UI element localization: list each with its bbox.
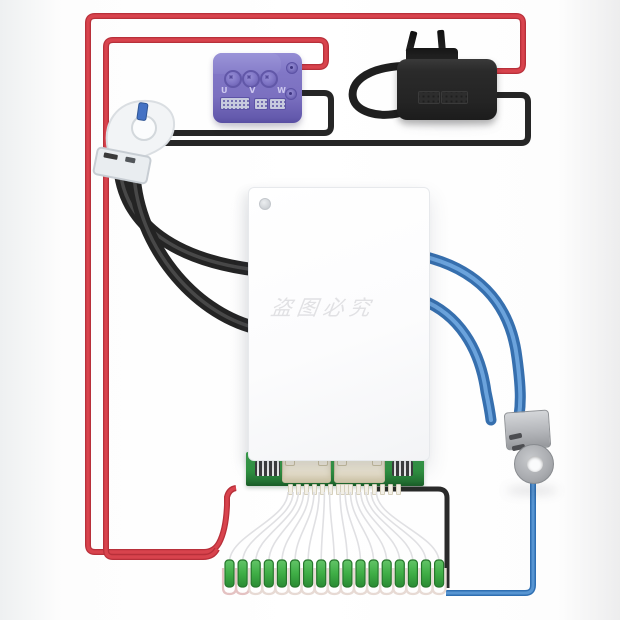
balance-wire <box>294 491 315 563</box>
cell-clip <box>381 559 392 588</box>
cell-clip <box>355 559 366 588</box>
module-socket-1 <box>220 97 250 110</box>
label-v: V <box>249 86 257 95</box>
black-sense-wire <box>376 486 450 588</box>
module-shadow <box>218 121 302 130</box>
cell-clip <box>407 559 418 588</box>
cell-clip <box>394 559 405 588</box>
module-socket-2 <box>254 98 268 110</box>
charger-cable-loop <box>348 62 406 119</box>
balance-wire <box>241 491 294 563</box>
cell-clip <box>303 559 314 588</box>
cell-clip <box>224 559 235 588</box>
balance-wire <box>370 491 427 563</box>
phase-labels: U V W <box>221 86 287 95</box>
right-ring-terminal <box>514 444 554 484</box>
right-lug-hole <box>527 456 543 472</box>
blue-tab <box>136 102 149 121</box>
balance-wire <box>320 491 326 563</box>
balance-wire <box>307 491 320 563</box>
balance-wire <box>339 491 349 563</box>
crimp-sleeve <box>92 146 152 185</box>
pcb-side-connector-right <box>392 461 413 476</box>
balance-wire <box>349 491 375 563</box>
phase-port-v-icon <box>242 70 260 88</box>
module-negative-terminal <box>285 88 297 100</box>
cell-clip <box>342 559 353 588</box>
lug-shadow <box>506 486 558 495</box>
balance-wire <box>375 491 440 563</box>
module-socket-3 <box>269 98 286 110</box>
cell-clip <box>276 559 287 588</box>
cell-clip <box>263 559 274 588</box>
balance-wire <box>360 491 401 563</box>
adapter-embossed-label-1 <box>418 91 440 104</box>
cell-clip <box>237 559 248 588</box>
cell-clip <box>289 559 301 588</box>
label-u: U <box>221 86 229 95</box>
black-wire-charger-negative <box>156 92 531 146</box>
balance-wire <box>354 491 388 563</box>
balance-wire <box>365 491 414 563</box>
balance-wire <box>268 491 305 563</box>
balance-wire <box>328 491 336 563</box>
cell-clip <box>250 559 261 588</box>
cell-clip <box>329 559 340 588</box>
phase-port-w-icon <box>260 70 278 88</box>
adapter-shadow <box>400 117 496 127</box>
balance-wire <box>281 491 310 563</box>
cell-loop-wire <box>431 568 447 596</box>
balance-wire <box>228 491 289 563</box>
cell-clip <box>316 559 327 588</box>
balance-wire <box>254 491 300 563</box>
cell-clip <box>420 559 432 588</box>
left-ring-terminal <box>92 99 176 185</box>
adapter-embossed-label-2 <box>441 91 468 104</box>
board-screw <box>259 198 271 210</box>
cell-clip <box>434 559 445 588</box>
black-wire-switch-negative <box>160 90 334 136</box>
power-adapter-body <box>397 59 497 120</box>
label-w: W <box>277 86 287 95</box>
bms-board-cover: 盗图必究 <box>248 187 430 461</box>
balance-wire <box>344 491 362 563</box>
phase-port-u-icon <box>224 70 242 88</box>
plug-base <box>406 48 458 62</box>
module-positive-terminal <box>286 62 298 74</box>
motor-controller-module: U V W <box>213 53 302 123</box>
pcb-side-connector-left <box>255 461 280 476</box>
cell-clip <box>368 559 379 588</box>
module-raised-cap <box>213 53 281 74</box>
